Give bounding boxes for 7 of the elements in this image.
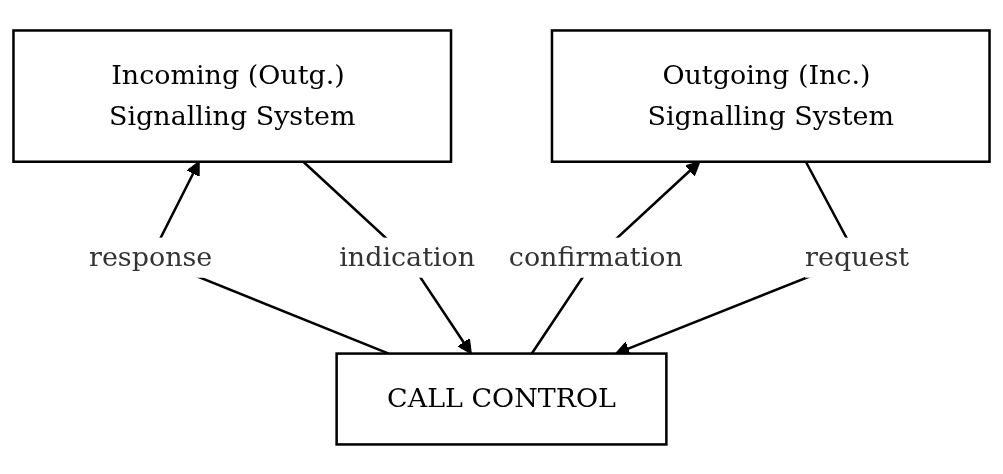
edge-label: indication — [339, 240, 476, 273]
edge-label: request — [805, 240, 910, 273]
node-box: Incoming (Outg.) Signalling System — [12, 28, 453, 163]
node-box: CALL CONTROL — [335, 351, 668, 446]
edge-label: confirmation — [508, 240, 683, 273]
node-box: Outgoing (Inc.) Signalling System — [550, 28, 991, 163]
edge-label: response — [89, 240, 213, 273]
